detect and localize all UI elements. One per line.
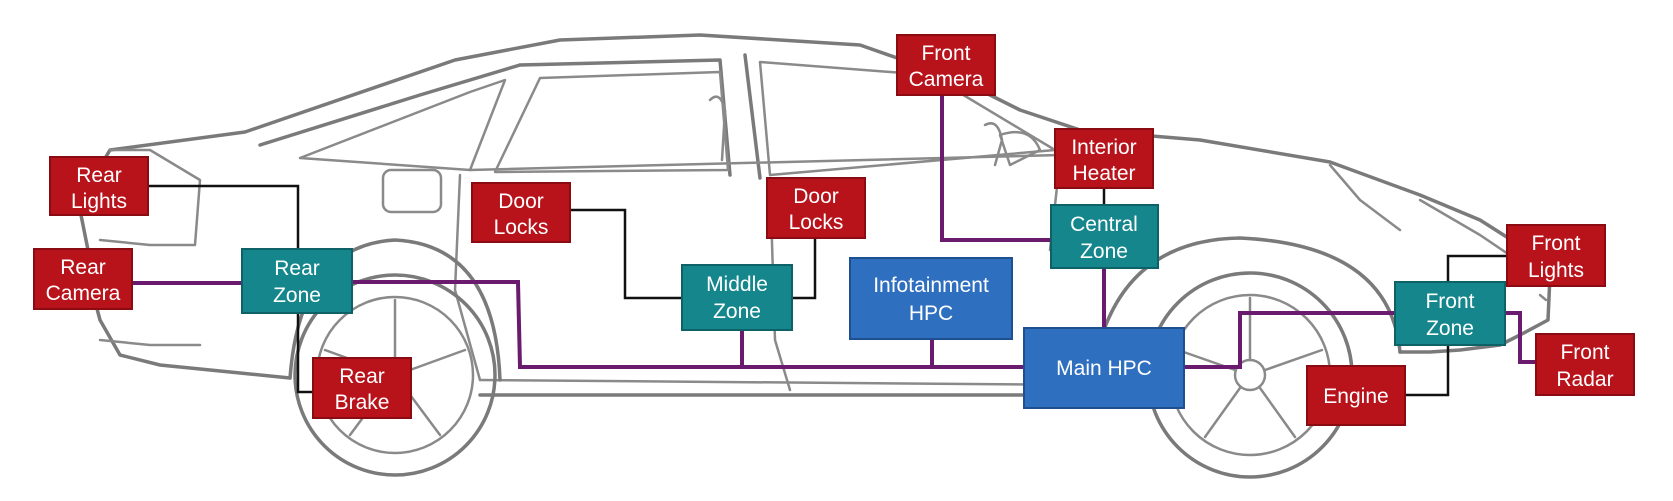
main-hpc-label: Main HPC <box>1056 357 1152 380</box>
rear-lights-label-1: Rear <box>76 164 122 187</box>
wire-rear-zone-rear-brake <box>296 312 313 394</box>
front-camera-label-1: Front <box>921 42 970 65</box>
rear-camera-label-1: Rear <box>60 256 106 279</box>
infotainment-hpc-label-1: Infotainment <box>873 274 989 297</box>
wire-front-camera-central-zone <box>940 95 1053 242</box>
front-radar-node[interactable]: Front Radar <box>1535 333 1635 396</box>
central-zone-node[interactable]: Central Zone <box>1050 204 1159 269</box>
middle-zone-label-2: Zone <box>713 300 761 323</box>
door-locks-right-label-1: Door <box>793 185 839 208</box>
rear-zone-label-2: Zone <box>273 284 321 307</box>
wire-door-locks-left-middle-zone <box>570 208 682 300</box>
wire-door-locks-right-middle-zone <box>792 238 817 300</box>
rear-lights-node[interactable]: Rear Lights <box>49 156 149 216</box>
front-radar-label-1: Front <box>1560 341 1609 364</box>
rear-brake-label-1: Rear <box>339 365 385 388</box>
main-hpc-node[interactable]: Main HPC <box>1023 327 1185 409</box>
rear-brake-node[interactable]: Rear Brake <box>312 357 412 419</box>
door-locks-left-label-2: Locks <box>494 216 549 239</box>
door-locks-left-label-1: Door <box>498 190 544 213</box>
engine-node[interactable]: Engine <box>1306 365 1406 426</box>
engine-label: Engine <box>1323 385 1388 408</box>
front-lights-node[interactable]: Front Lights <box>1506 224 1606 287</box>
rear-brake-label-2: Brake <box>335 391 390 414</box>
front-camera-node[interactable]: Front Camera <box>896 34 996 96</box>
rear-zone-label-1: Rear <box>274 257 320 280</box>
wire-rear-lights-rear-zone <box>148 184 300 252</box>
rear-zone-node[interactable]: Rear Zone <box>241 248 353 314</box>
door-locks-right-node[interactable]: Door Locks <box>766 177 866 239</box>
wire-front-zone-engine <box>1400 343 1450 397</box>
wiring <box>122 95 1536 397</box>
interior-heater-label-1: Interior <box>1071 136 1136 159</box>
middle-zone-node[interactable]: Middle Zone <box>681 264 793 331</box>
front-zone-node[interactable]: Front Zone <box>1394 281 1506 346</box>
infotainment-hpc-label-2: HPC <box>909 302 953 325</box>
central-zone-label-1: Central <box>1070 213 1138 236</box>
wire-rear-zone-main-hpc <box>351 280 1028 369</box>
front-radar-label-2: Radar <box>1556 368 1613 391</box>
front-zone-label-1: Front <box>1425 290 1474 313</box>
front-lights-label-2: Lights <box>1528 259 1584 282</box>
nodes: Rear Lights Rear Camera Rear Zone Rear B… <box>33 34 1635 426</box>
central-zone-label-2: Zone <box>1080 240 1128 263</box>
rear-camera-label-2: Camera <box>46 282 121 305</box>
front-camera-label-2: Camera <box>909 68 984 91</box>
interior-heater-label-2: Heater <box>1072 162 1135 185</box>
door-locks-right-label-2: Locks <box>789 211 844 234</box>
wire-main-hpc-front-zone <box>1182 311 1397 369</box>
infotainment-hpc-node[interactable]: Infotainment HPC <box>849 257 1013 340</box>
middle-zone-label-1: Middle <box>706 273 768 296</box>
door-locks-left-node[interactable]: Door Locks <box>471 182 571 243</box>
rear-camera-node[interactable]: Rear Camera <box>33 248 133 310</box>
front-lights-label-1: Front <box>1531 232 1580 255</box>
rear-lights-label-2: Lights <box>71 190 127 213</box>
wire-front-lights-front-zone <box>1446 254 1507 282</box>
interior-heater-node[interactable]: Interior Heater <box>1054 128 1154 189</box>
front-zone-label-2: Zone <box>1426 317 1474 340</box>
